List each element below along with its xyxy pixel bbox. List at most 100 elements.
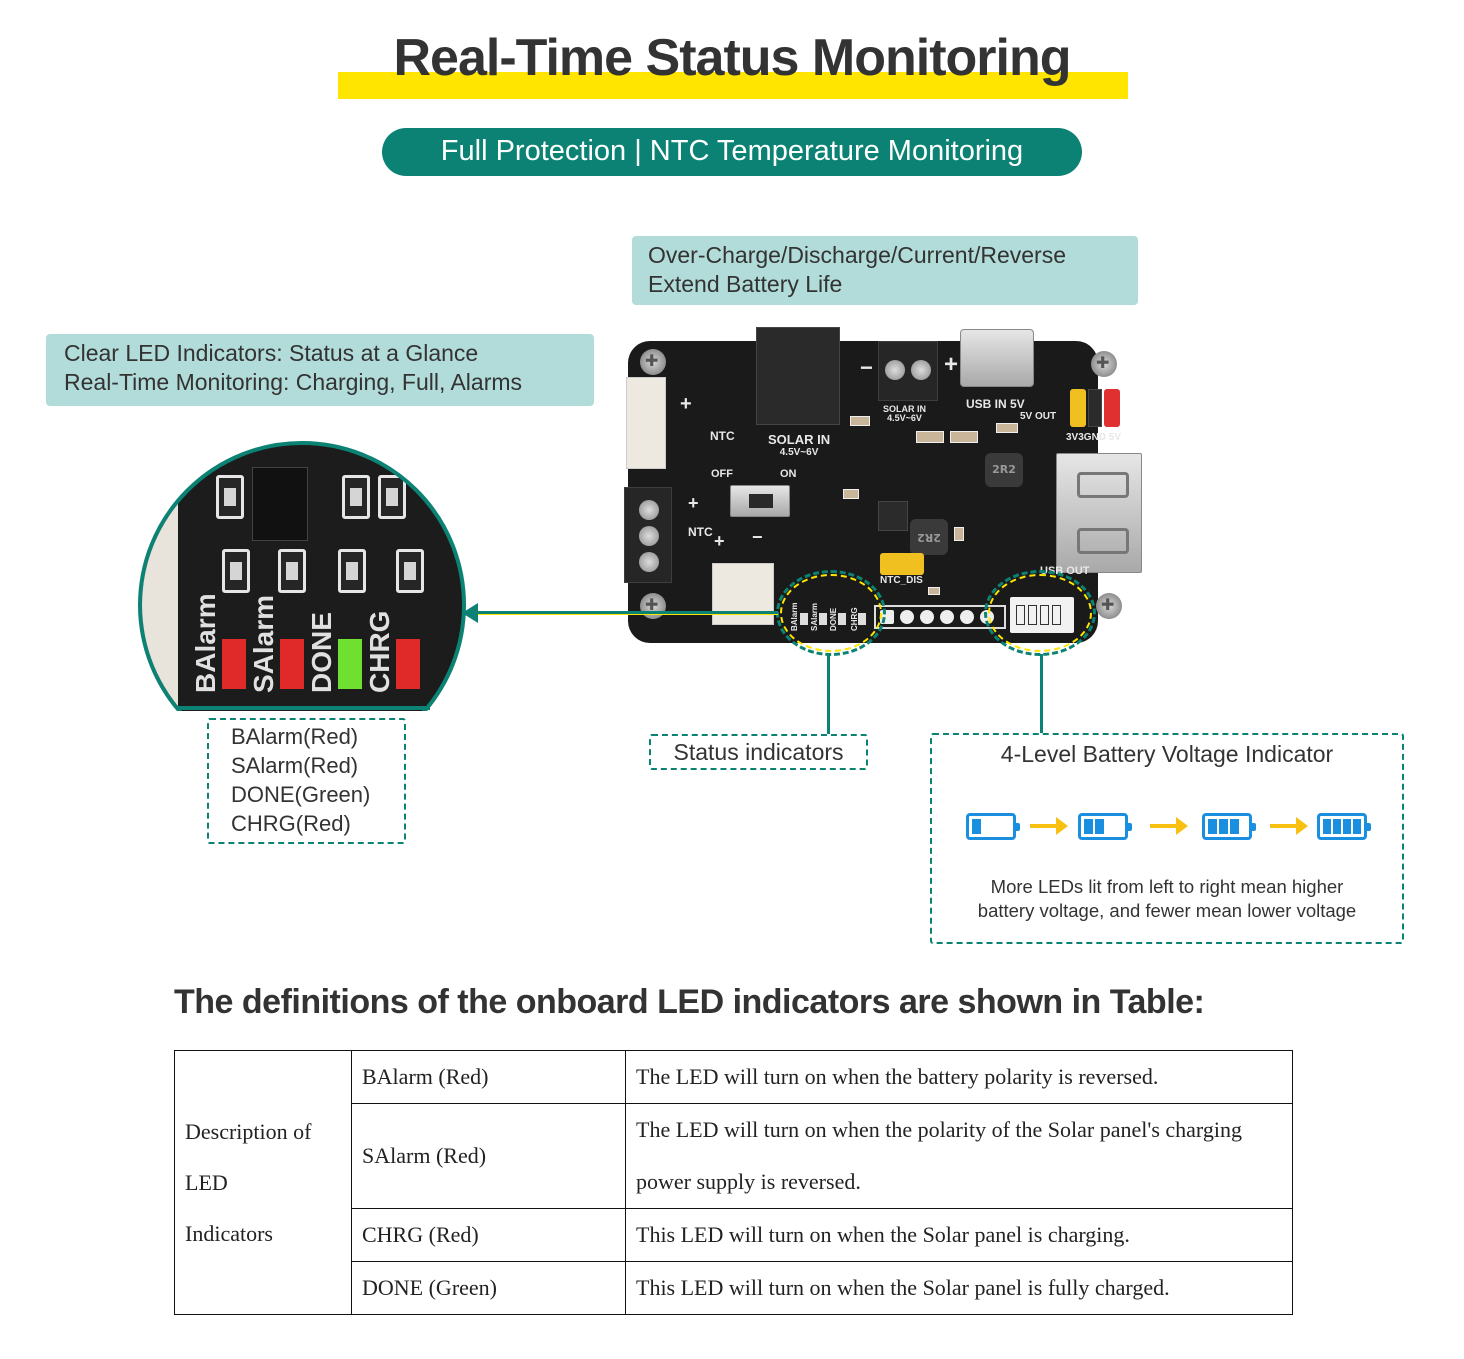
status-led-highlight xyxy=(776,570,886,656)
battery-cell xyxy=(1084,819,1093,834)
table-cell-desc: The LED will turn on when the polarity o… xyxy=(625,1103,1293,1209)
led-salarm-red xyxy=(280,639,304,689)
table-row: CHRG (Red) This LED will turn on when th… xyxy=(175,1208,1293,1262)
table-cell-led: DONE (Green) xyxy=(351,1261,626,1315)
led-definitions-table: Description of LED Indicators BAlarm (Re… xyxy=(174,1050,1293,1315)
power-switch xyxy=(730,485,790,517)
solar-in-label: SOLAR IN 4.5V~6V xyxy=(768,432,831,458)
screw-icon xyxy=(1091,351,1117,377)
battery-level-2-icon xyxy=(1078,813,1132,840)
arrow-right-icon xyxy=(1150,817,1188,835)
screw-icon xyxy=(640,349,666,375)
battery-indicator-title: 4-Level Battery Voltage Indicator xyxy=(1000,741,1334,767)
5v-out-label: 5V OUT xyxy=(1020,411,1057,422)
led-callout-line2: Real-Time Monitoring: Charging, Full, Al… xyxy=(64,369,523,395)
battery-level-1-icon xyxy=(966,813,1020,840)
ntc-dis-label: NTC_DIS xyxy=(880,575,923,586)
battery-level-3-icon xyxy=(1202,813,1256,840)
ntc-dis-jumper xyxy=(880,553,924,575)
jumper-gnd xyxy=(1088,389,1102,427)
subtitle-pill: Full Protection | NTC Temperature Monito… xyxy=(382,128,1082,176)
legend-item: SAlarm(Red) xyxy=(231,753,359,778)
table-row: DONE (Green) This LED will turn on when … xyxy=(175,1261,1293,1315)
status-indicators-label: Status indicators xyxy=(649,734,868,770)
screw-icon xyxy=(1096,593,1122,619)
solar-plus-label: + xyxy=(944,351,959,378)
jumper-5v xyxy=(1104,389,1120,427)
page-title: Real-Time Status Monitoring xyxy=(393,29,1072,87)
usb-c-port xyxy=(960,329,1034,387)
jst-connector-battery xyxy=(712,563,774,625)
table-cell-led: CHRG (Red) xyxy=(351,1208,626,1262)
jst-plus-label: + xyxy=(714,531,725,551)
table-cell-desc: The LED will turn on when the battery po… xyxy=(625,1050,1293,1104)
jumper-3v3 xyxy=(1070,389,1086,427)
batt-plus-label: + xyxy=(688,493,699,513)
battery-cell xyxy=(1095,819,1104,834)
ntc-top-label: NTC xyxy=(710,429,735,443)
led-callout-line1: Clear LED Indicators: Status at a Glance xyxy=(64,340,479,366)
title-highlight-bar xyxy=(338,72,1128,99)
legend-item: DONE(Green) xyxy=(231,782,371,807)
zoom-baseline xyxy=(176,706,430,710)
battery-pointer-line xyxy=(1040,654,1043,734)
protection-callout-line1: Over-Charge/Discharge/Current/Reverse xyxy=(648,242,1066,268)
zoom-label-salarm: SAlarm xyxy=(248,594,279,693)
battery-cell xyxy=(1333,819,1341,834)
screw-icon xyxy=(640,593,666,619)
header-pins-label: 3V3GND 5V xyxy=(1066,432,1122,443)
pointer-line-to-zoom xyxy=(476,611,778,614)
inductor-2r2-bottom: 2R2 xyxy=(910,519,948,555)
battery-cell xyxy=(1208,819,1217,834)
usb-in-label: USB IN 5V xyxy=(966,397,1025,411)
battery-cell xyxy=(1323,819,1331,834)
ntc-side-label: NTC xyxy=(688,525,713,539)
table-cell-desc: This LED will turn on when the Solar pan… xyxy=(625,1208,1293,1262)
battery-led-highlight xyxy=(984,570,1096,656)
arrow-right-icon xyxy=(1270,817,1308,835)
status-pointer-line xyxy=(827,654,830,734)
inductor-2r2-top: 2R2 xyxy=(985,453,1023,487)
arrow-right-icon xyxy=(1030,817,1068,835)
zoom-label-done: DONE xyxy=(306,612,337,693)
table-cell-led: SAlarm (Red) xyxy=(351,1103,626,1209)
solar-minus-label: − xyxy=(860,355,873,380)
battery-indicator-description: More LEDs lit from left to right mean hi… xyxy=(977,876,1357,921)
battery-cell xyxy=(1353,819,1361,834)
zoom-label-balarm: BAlarm xyxy=(190,593,221,693)
led-callout: Clear LED Indicators: Status at a Glance… xyxy=(46,334,594,406)
ntc-plus-label: + xyxy=(680,393,692,415)
battery-cell xyxy=(972,819,981,834)
led-color-legend: BAlarm(Red) SAlarm(Red) DONE(Green) CHRG… xyxy=(207,718,406,844)
legend-item: BAlarm(Red) xyxy=(231,724,359,749)
section-heading: The definitions of the onboard LED indic… xyxy=(174,983,1205,1021)
protection-callout-line2: Extend Battery Life xyxy=(648,271,843,297)
battery-screw-terminal xyxy=(624,487,672,583)
ic-chip xyxy=(878,501,908,531)
table-group-label: Description of LED Indicators xyxy=(174,1050,352,1315)
usb-a-port xyxy=(1056,453,1142,573)
table-row: SAlarm (Red) The LED will turn on when t… xyxy=(175,1103,1293,1209)
arrow-head-icon xyxy=(462,603,478,623)
jst-minus-label: − xyxy=(752,527,763,547)
battery-indicator-panel: 4-Level Battery Voltage Indicator More L… xyxy=(930,733,1404,944)
battery-level-sequence xyxy=(932,809,1402,843)
table-row: Description of LED Indicators BAlarm (Re… xyxy=(174,1050,1293,1315)
led-chrg-red xyxy=(396,639,420,689)
switch-on-label: ON xyxy=(780,468,797,480)
solar-in-small-label: SOLAR IN 4.5V~6V xyxy=(883,404,927,423)
power-inductor xyxy=(756,327,840,425)
battery-cell xyxy=(1230,819,1239,834)
led-done-green xyxy=(338,639,362,689)
led-balarm-red xyxy=(222,639,246,689)
switch-off-label: OFF xyxy=(711,468,733,480)
zoom-label-chrg: CHRG xyxy=(364,610,395,693)
battery-level-4-icon xyxy=(1317,813,1371,840)
jst-connector-ntc xyxy=(626,377,666,469)
solar-screw-terminal xyxy=(878,341,938,401)
legend-item: CHRG(Red) xyxy=(231,811,351,836)
battery-cell xyxy=(1343,819,1351,834)
table-cell-led: BAlarm (Red) xyxy=(351,1050,626,1104)
battery-cell xyxy=(1219,819,1228,834)
protection-callout: Over-Charge/Discharge/Current/Reverse Ex… xyxy=(632,236,1138,305)
